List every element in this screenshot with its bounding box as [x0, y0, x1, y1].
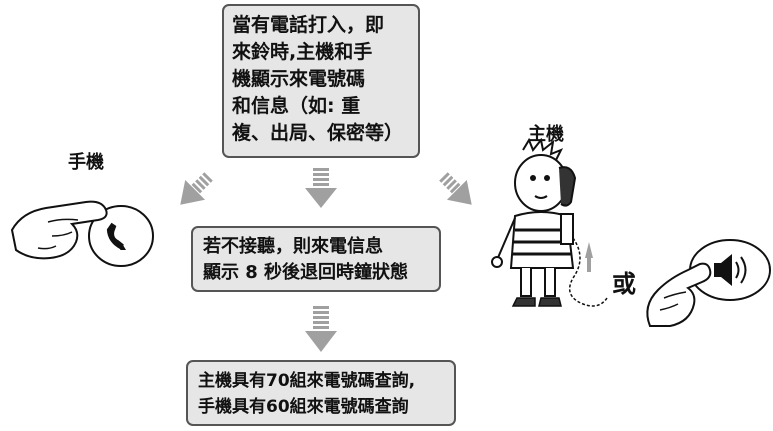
arrow-down-icon: [305, 168, 337, 208]
handset-label: 手機: [68, 152, 104, 173]
info-line: 手機具有60組來電號碼查詢: [198, 397, 409, 417]
up-triangle-icon: [120, 245, 126, 250]
call-button-icon: [88, 205, 154, 267]
base-unit-label: 主機: [528, 124, 564, 145]
arrow-down-icon: [305, 306, 337, 352]
info-line: 來鈴時,主機和手: [232, 41, 373, 63]
info-line: 複、出局、保密等）: [232, 122, 404, 144]
arrow-down-right-icon: [439, 172, 472, 205]
boy-on-phone-icon: [491, 138, 608, 307]
info-line: 若不接聽，則來電信息: [203, 236, 383, 257]
no-answer-info-box: 若不接聽，則來電信息 顯示 8 秒後退回時鐘狀態: [191, 226, 441, 292]
hand-press-speaker-icon: [646, 239, 771, 327]
info-line: 和信息（如: 重: [232, 95, 361, 117]
hand-press-call-icon: [10, 200, 154, 267]
speaker-icon: [714, 254, 747, 286]
phone-handset-icon: [106, 222, 124, 250]
incoming-call-info-box: 當有電話打入，即 來鈴時,主機和手 機顯示來電號碼 和信息（如: 重 複、出局、…: [222, 4, 420, 158]
info-line: 當有電話打入，即: [232, 14, 385, 36]
call-log-capacity-box: 主機具有70組來電號碼查詢, 手機具有60組來電號碼查詢: [186, 360, 456, 426]
info-line: 顯示 8 秒後退回時鐘狀態: [203, 262, 409, 283]
arrow-down-left-icon: [180, 172, 213, 205]
info-line: 主機具有70組來電號碼查詢,: [198, 371, 416, 391]
info-line: 機顯示來電號碼: [232, 68, 366, 90]
or-label: 或: [612, 270, 636, 298]
